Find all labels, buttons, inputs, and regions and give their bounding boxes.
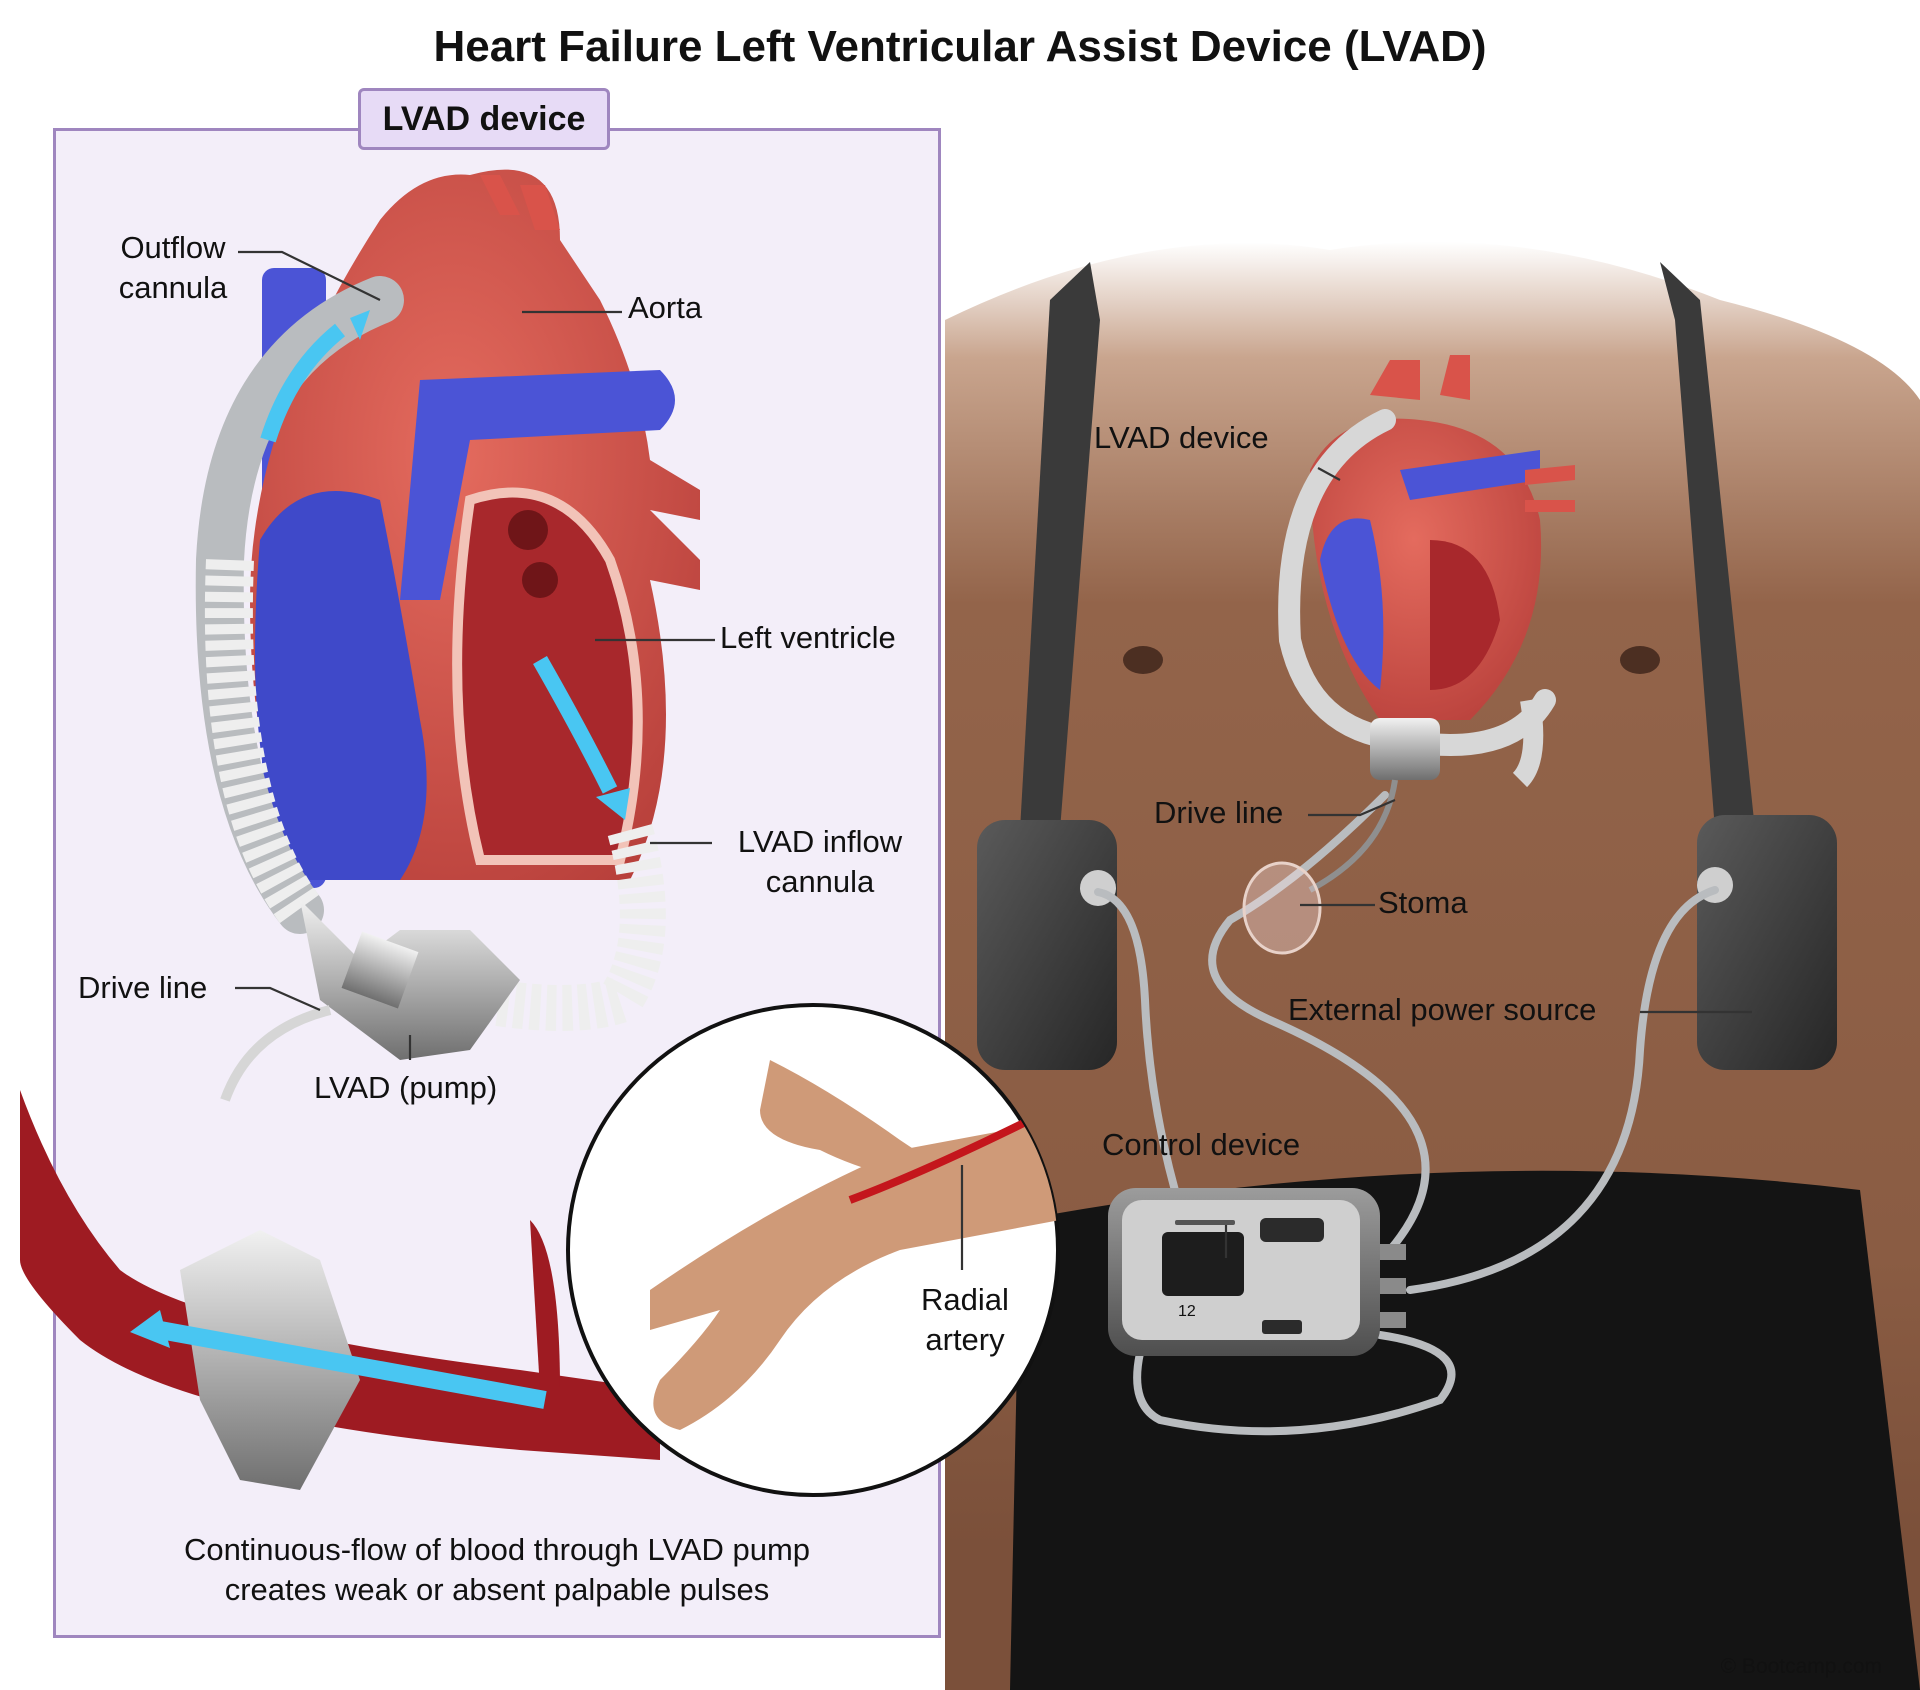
label-aorta: Aorta	[628, 290, 703, 325]
flow-arrows	[260, 310, 630, 820]
panel-caption-line1: Continuous-flow of blood through LVAD pu…	[183, 1532, 811, 1567]
label-radial-artery-line1: Radial	[921, 1282, 1009, 1317]
label-left-ventricle: Left ventricle	[720, 620, 896, 655]
label-inflow-cannula: LVAD inflow cannula	[720, 822, 920, 902]
label-radial-artery: Radial artery	[900, 1280, 1030, 1360]
external-power-pouch-right	[1697, 815, 1837, 1070]
label-control-device: Control device	[1102, 1127, 1301, 1162]
panel-tab-lvad-device: LVAD device	[358, 88, 610, 150]
label-drive-line-panel: Drive line	[78, 970, 208, 1005]
stoma-marker	[1242, 861, 1322, 955]
label-radial-artery-line2: artery	[925, 1322, 1005, 1357]
power-cables	[1094, 791, 1719, 1436]
heart-cutaway	[250, 169, 700, 888]
lvad-outflow-graft	[195, 276, 666, 1031]
torso-lvad-tubing	[1278, 409, 1556, 788]
label-lvad-pump: LVAD (pump)	[314, 1070, 498, 1105]
torso-pump	[1370, 718, 1440, 780]
drive-line-tube	[220, 1005, 332, 1102]
label-inflow-cannula-line1: LVAD inflow	[737, 824, 903, 859]
torso-drive-line	[1308, 779, 1398, 893]
lvad-pump	[300, 900, 520, 1060]
pump-closeup	[20, 1090, 660, 1490]
label-external-power-source: External power source	[1288, 992, 1597, 1027]
controller-number: 12	[1178, 1303, 1196, 1320]
leader-lines	[235, 250, 1752, 1270]
control-device	[1108, 1188, 1406, 1356]
panel-caption: Continuous-flow of blood through LVAD pu…	[60, 1530, 934, 1610]
copyright: © Bootcamp.com	[1720, 1655, 1882, 1678]
external-power-pouch-left	[977, 820, 1117, 1070]
label-outflow-cannula: Outflow cannula	[108, 228, 238, 308]
label-stoma: Stoma	[1378, 885, 1468, 920]
label-lvad-device-body: LVAD device	[1094, 420, 1269, 455]
label-drive-line-body: Drive line	[1154, 795, 1284, 830]
radial-artery-inset	[566, 1003, 1060, 1497]
panel-caption-line2: creates weak or absent palpable pulses	[224, 1572, 770, 1607]
label-outflow-cannula-line2: cannula	[118, 270, 228, 305]
torso-heart	[1310, 355, 1575, 720]
label-outflow-cannula-line1: Outflow	[120, 230, 226, 265]
page-title: Heart Failure Left Ventricular Assist De…	[433, 22, 1487, 71]
label-inflow-cannula-line2: cannula	[765, 864, 875, 899]
